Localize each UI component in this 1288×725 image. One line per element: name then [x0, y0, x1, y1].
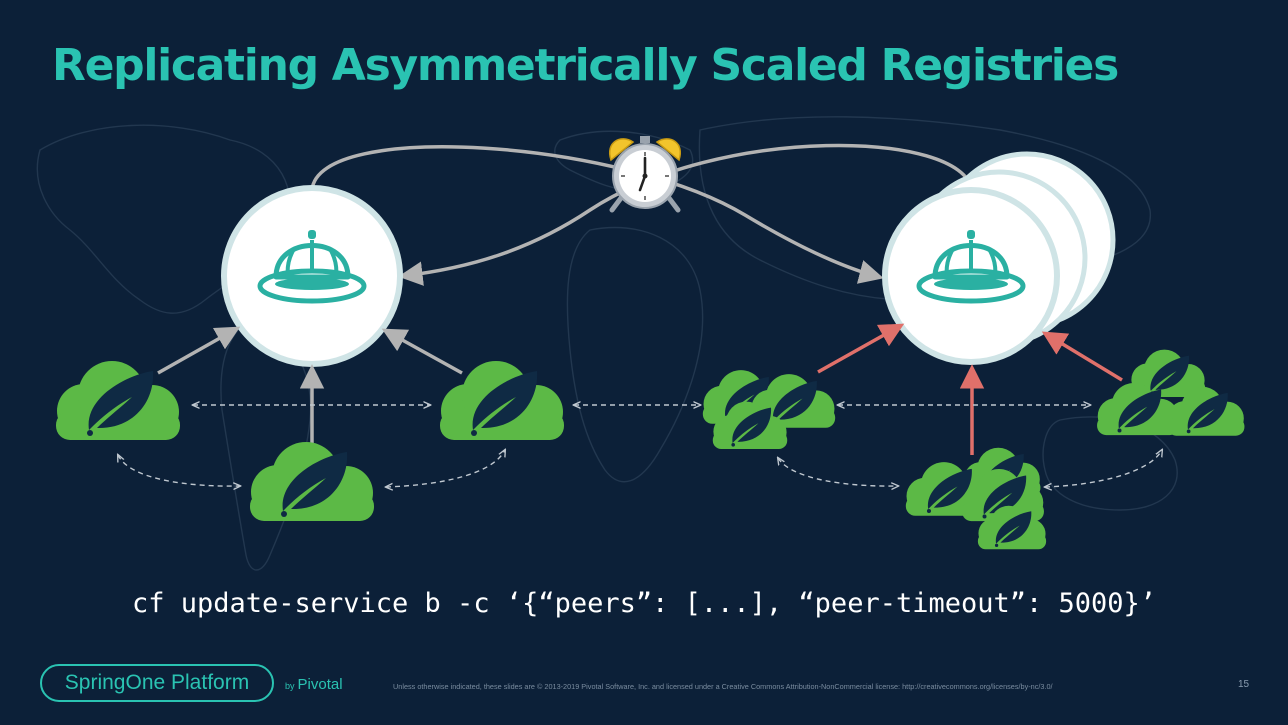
- registration-arrow: [1041, 331, 1123, 382]
- by-prefix: by: [285, 681, 295, 691]
- scaled-service-cluster: [1097, 349, 1245, 436]
- registration-arrow: [817, 323, 905, 374]
- springone-platform-logo: SpringOne Platform: [40, 664, 274, 702]
- pivotal-label: Pivotal: [297, 676, 343, 693]
- slide-title: Replicating Asymmetrically Scaled Regist…: [52, 40, 1119, 91]
- right-registry-cluster: [882, 151, 1116, 365]
- registration-arrow: [157, 326, 241, 375]
- cf-command-text: cf update-service b -c ‘{“peers”: [...],…: [131, 588, 1157, 619]
- scaled-service-cluster: [702, 370, 836, 449]
- license-notice: Unless otherwise indicated, these slides…: [393, 682, 1053, 691]
- scaled-service-cluster: [905, 447, 1047, 550]
- page-number: 15: [1238, 679, 1250, 690]
- left-registry-node: [221, 185, 403, 367]
- alarm-clock-icon: [608, 136, 682, 213]
- spring-leaf-cloud-icon: [250, 442, 374, 521]
- registration-arrow: [381, 328, 463, 375]
- peer-links: [118, 405, 1162, 487]
